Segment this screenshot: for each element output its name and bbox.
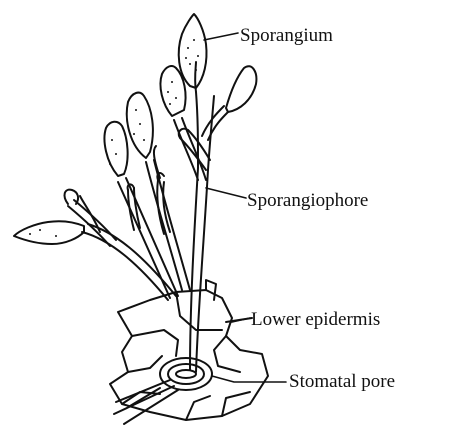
far-left-branch [14,190,176,300]
stomatal-pore-leader [212,376,286,382]
sporangium-leader [204,33,238,40]
lower-epidermis-cells [110,280,268,420]
lower-epidermis-label: Lower epidermis [251,310,380,329]
upper-left-branch [160,66,210,180]
sporangium-label: Sporangium [240,26,333,45]
stomatal-pore-shape [160,358,212,390]
sporangiophore-label: Sporangiophore [247,191,368,210]
stomatal-pore-label: Stomatal pore [289,372,395,391]
right-upper-branch [202,66,256,140]
middle-branch [127,93,190,290]
sporangiophore-leader [206,188,246,198]
